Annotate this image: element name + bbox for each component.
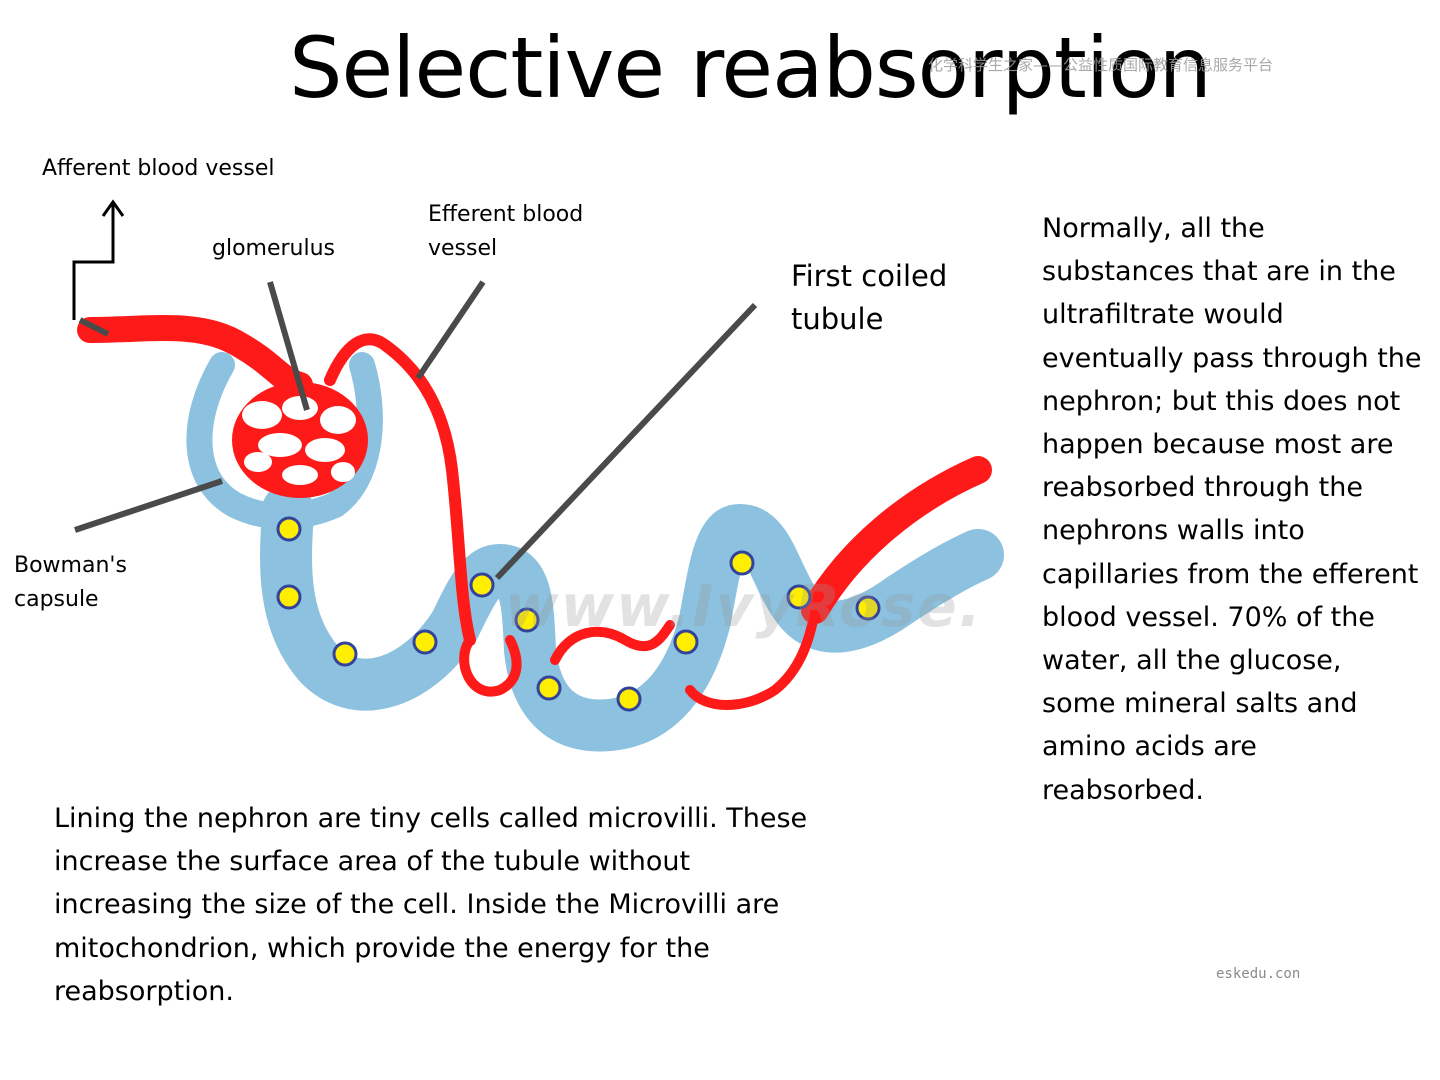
label-tubule-line1: First coiled	[791, 259, 948, 293]
blood-vessels	[77, 315, 992, 710]
label-bowman-line1: Bowman's	[14, 553, 127, 578]
label-efferent-line1: Efferent blood	[428, 202, 584, 227]
label-glomerulus: glomerulus	[212, 236, 336, 261]
slide-title: Selective reabsorption	[289, 19, 1212, 117]
right-paragraph: Normally, all the substances that are in…	[1042, 213, 1422, 806]
watermark-top: 化学科学生之家——公益性质国际教育信息服务平台	[928, 56, 1274, 74]
label-tubule-line2: tubule	[791, 302, 884, 336]
watermark-bottom: eskedu.con	[1216, 966, 1301, 982]
microvilli	[276, 516, 881, 712]
watermark-diagram: www.IvyRose.c	[505, 572, 975, 640]
label-bowman-line2: capsule	[14, 587, 99, 612]
afferent-arrow	[72, 199, 125, 320]
glomerulus-knot	[232, 382, 368, 498]
bottom-paragraph: Lining the nephron are tiny cells called…	[54, 803, 808, 1007]
pointer-lines	[74, 280, 758, 581]
label-afferent: Afferent blood vessel	[42, 156, 275, 181]
label-efferent-line2: vessel	[428, 236, 498, 261]
